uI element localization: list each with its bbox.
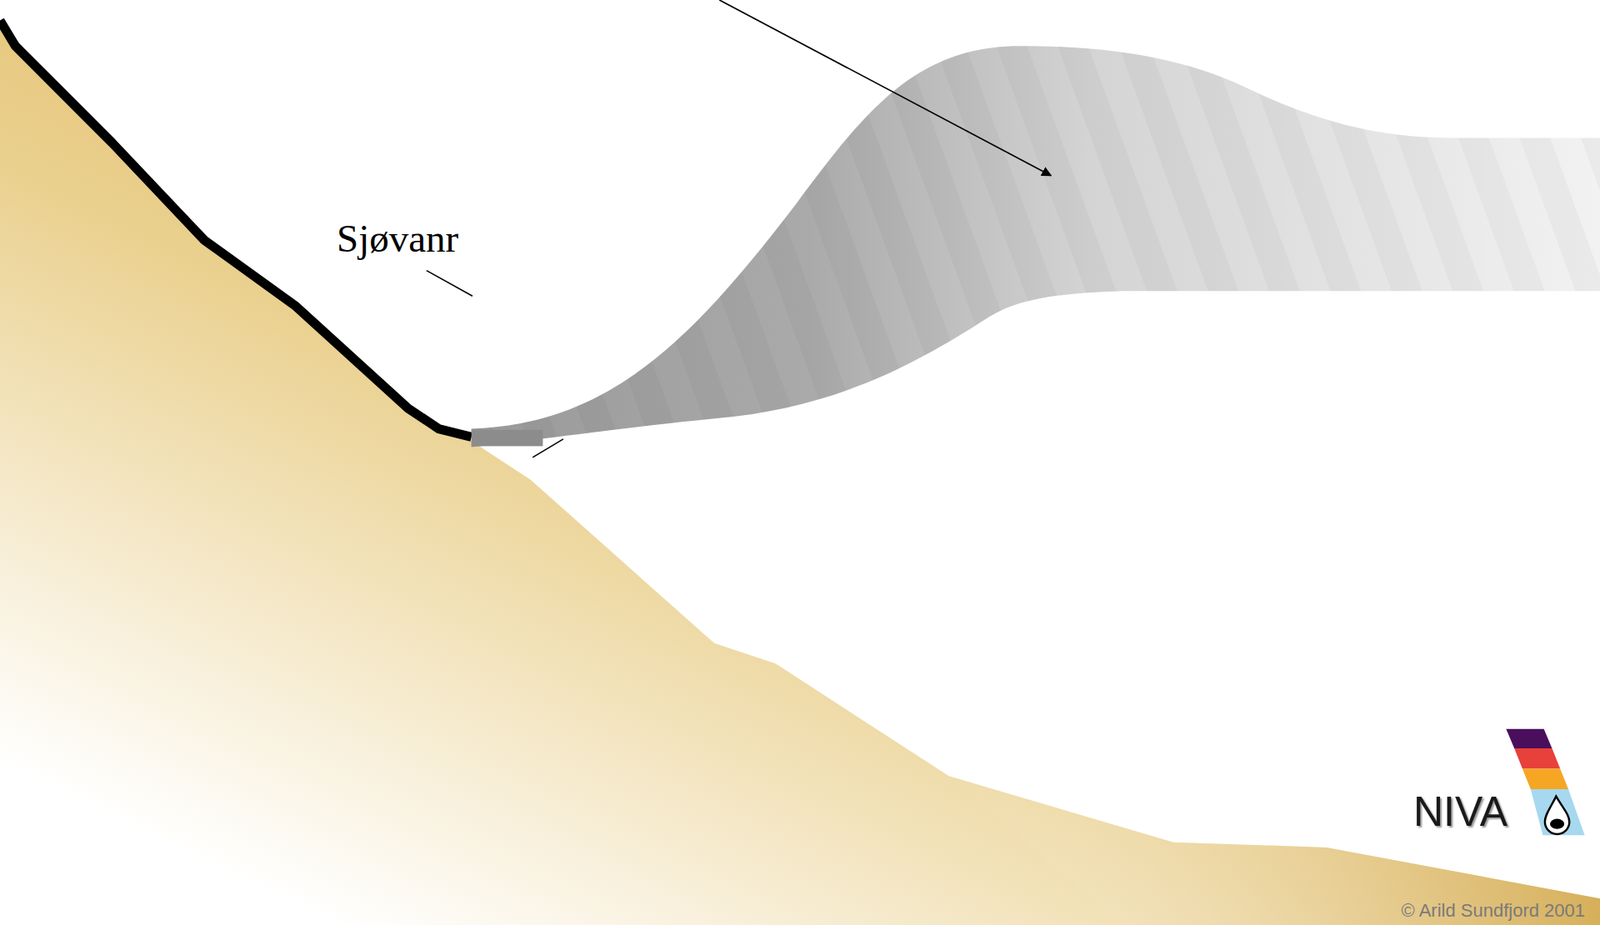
leader-line <box>532 439 564 458</box>
diffuser <box>471 430 544 447</box>
pointer-arrow <box>719 0 1051 176</box>
outfall-pipe <box>0 20 472 438</box>
seabed <box>0 20 1600 925</box>
wastewater-plume <box>471 45 1600 447</box>
seabed-shade <box>949 775 1600 925</box>
water-label: Sjøvanr <box>336 215 459 261</box>
niva-logo-mark <box>1505 729 1585 835</box>
plume-bands <box>471 45 1600 447</box>
copyright-note: © Arild Sundfjord 2001 <box>1401 900 1585 922</box>
logo-text: NIVA <box>1413 787 1508 836</box>
leader-line <box>426 270 473 297</box>
